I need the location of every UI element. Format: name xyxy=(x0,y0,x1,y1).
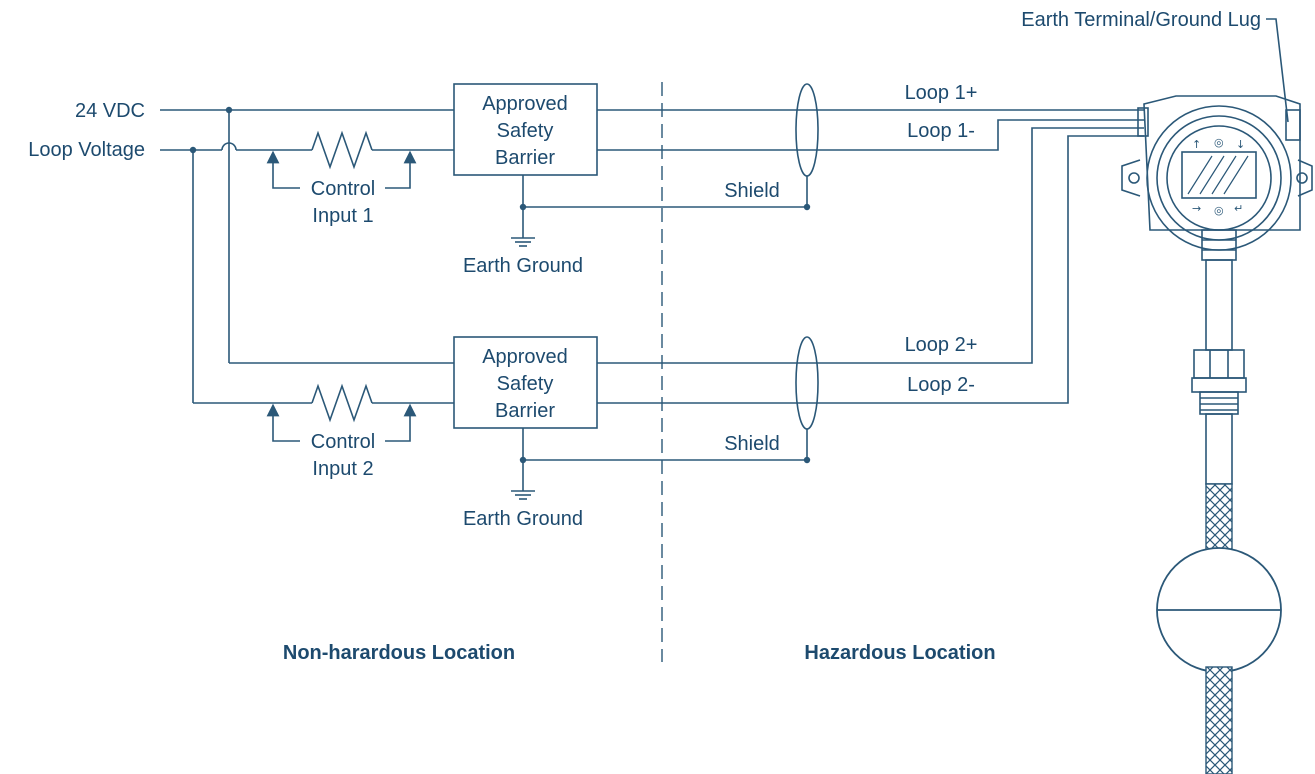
control-input-1-line1: Control xyxy=(311,178,375,200)
wiring-loop1-nonhazardous xyxy=(160,106,454,403)
barrier-1-line1: Approved xyxy=(482,93,568,115)
shield-2-ellipse xyxy=(795,336,819,430)
zone-hazardous-label: Hazardous Location xyxy=(804,642,995,664)
shield-2-label: Shield xyxy=(724,433,780,455)
barrier-2-line3: Barrier xyxy=(495,400,555,422)
label-loop-voltage: Loop Voltage xyxy=(28,139,145,161)
level-transmitter-device: ↑ ◎ ↓ → ◎ ↵ xyxy=(1121,95,1313,774)
barrier-1-line3: Barrier xyxy=(495,147,555,169)
svg-text:↓: ↓ xyxy=(1236,138,1245,151)
barrier-2-line1: Approved xyxy=(482,346,568,368)
loop-1-minus-label: Loop 1- xyxy=(907,120,975,142)
svg-text:◎: ◎ xyxy=(1214,204,1224,217)
control-input-2-arrow-left xyxy=(266,403,300,442)
svg-text:↑: ↑ xyxy=(1192,138,1201,151)
control-input-2-line2: Input 2 xyxy=(312,458,373,480)
shield-1-label: Shield xyxy=(724,180,780,202)
barrier-1-line2: Safety xyxy=(497,120,554,142)
svg-text:↵: ↵ xyxy=(1234,202,1243,215)
barrier-2-line2: Safety xyxy=(497,373,554,395)
control-input-1-arrow-left xyxy=(266,150,300,189)
zone-non-hazardous-label: Non-harardous Location xyxy=(283,642,515,664)
control-input-1-line2: Input 1 xyxy=(312,205,373,227)
control-input-1-arrow-right xyxy=(385,150,417,189)
loop-2-minus-label: Loop 2- xyxy=(907,374,975,396)
loop-1-plus-label: Loop 1+ xyxy=(905,82,978,104)
shield-1-ellipse xyxy=(795,83,819,177)
earth-ground-2-label: Earth Ground xyxy=(463,508,583,530)
svg-text:→: → xyxy=(1192,202,1201,215)
wiring-hazardous xyxy=(597,83,1144,460)
control-input-2-arrow-right xyxy=(385,403,417,442)
resistor-1 xyxy=(311,130,373,170)
label-24vdc: 24 VDC xyxy=(75,100,145,122)
resistor-2 xyxy=(311,383,373,423)
earth-ground-1-label: Earth Ground xyxy=(463,255,583,277)
safety-barrier-1 xyxy=(453,83,598,176)
wiring-loop2-nonhazardous xyxy=(193,362,454,442)
svg-text:◎: ◎ xyxy=(1214,136,1224,149)
earth-terminal-label: Earth Terminal/Ground Lug xyxy=(1021,9,1261,31)
earth-ground-2-symbol xyxy=(511,428,811,500)
control-input-2-line1: Control xyxy=(311,431,375,453)
safety-barrier-2 xyxy=(453,336,598,429)
loop-2-plus-label: Loop 2+ xyxy=(905,334,978,356)
earth-terminal-leader xyxy=(1266,18,1289,123)
